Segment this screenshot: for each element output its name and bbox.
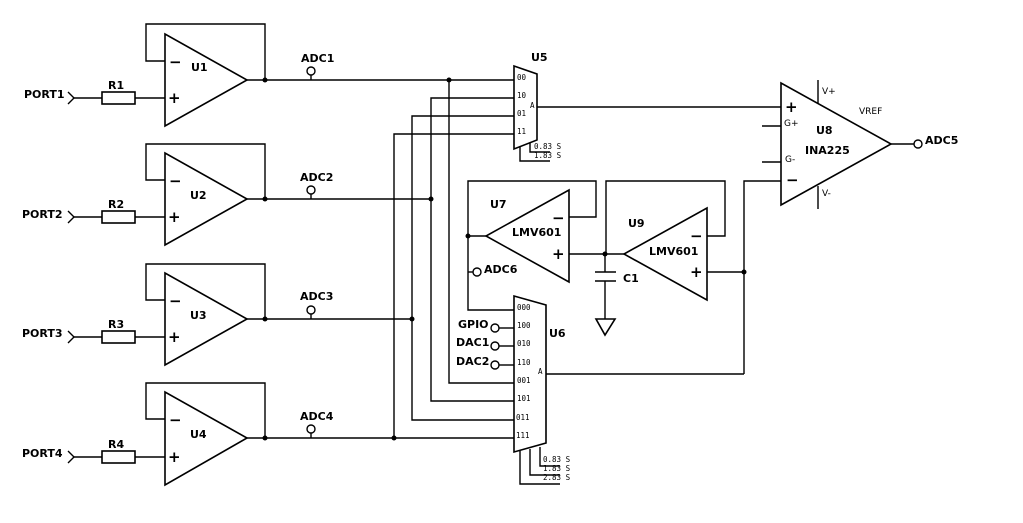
u6-input-100: 100 [517, 321, 531, 330]
channel-2: − + [67, 143, 431, 247]
u5-label: U5 [531, 51, 548, 64]
u1-label: U1 [191, 61, 208, 74]
svg-text:−: − [169, 172, 182, 190]
c1-label: C1 [623, 272, 639, 285]
u8-vplus-label: V+ [822, 87, 836, 97]
resistor-r2 [101, 210, 136, 224]
r2-label: R2 [108, 198, 124, 211]
mux-u6: U6 000 100 010 110 001 101 011 111 A 0.8… [456, 294, 744, 485]
svg-text:+: + [785, 98, 798, 116]
adc3-test-point [306, 305, 316, 315]
r1-label: R1 [108, 79, 124, 92]
adc6-test-point [472, 267, 482, 277]
u5-input-10: 10 [517, 91, 527, 100]
u7-part: LMV601 [512, 226, 561, 239]
u6-select-1: 1.83 S [543, 464, 571, 473]
r3-label: R3 [108, 318, 124, 331]
u7-label: U7 [490, 198, 507, 211]
svg-text:−: − [552, 209, 565, 227]
adc5-test-point [913, 139, 923, 149]
ina225-body [780, 81, 893, 207]
u6-input-001: 001 [517, 376, 531, 385]
u4-label: U4 [190, 428, 207, 441]
r4-label: R4 [108, 438, 124, 451]
u8-part: INA225 [805, 144, 850, 157]
svg-text:+: + [552, 245, 565, 263]
u6-input-101: 101 [517, 394, 531, 403]
u8-gplus-label: G+ [784, 119, 799, 129]
buffer-u2 [164, 151, 249, 247]
buffer-u9 [622, 206, 708, 302]
u6-select-2: 2.83 S [543, 473, 571, 482]
mux-interconnect [391, 77, 514, 441]
adc6-label: ADC6 [484, 263, 518, 276]
svg-text:−: − [169, 53, 182, 71]
port2-label: PORT2 [22, 208, 63, 221]
dac1-label: DAC1 [456, 336, 489, 349]
svg-text:+: + [168, 448, 181, 466]
port3-label: PORT3 [22, 327, 63, 340]
buffer-u4 [164, 390, 249, 487]
u5-input-01: 01 [517, 109, 526, 118]
ground-icon [594, 318, 617, 337]
u8-vminus-label: V- [822, 189, 831, 199]
gpio-test-point [490, 323, 500, 333]
port4-label: PORT4 [22, 447, 63, 460]
adc2-label: ADC2 [300, 171, 333, 184]
u6-input-000: 000 [517, 303, 531, 312]
buffer-u7 [484, 188, 570, 284]
buffer-u3 [164, 271, 249, 367]
resistor-r3 [101, 330, 136, 344]
u3-label: U3 [190, 309, 207, 322]
u5-select-1: 1.83 S [534, 151, 562, 160]
channel-4: − + [67, 382, 514, 487]
gpio-label: GPIO [458, 318, 489, 331]
channel-3: − + [67, 263, 412, 367]
amplifier-u8: + − U8 INA225 V+ V- VREF G+ G- ADC5 [762, 80, 958, 209]
port1-label: PORT1 [24, 88, 65, 101]
u6-input-110: 110 [517, 358, 531, 367]
u9-label: U9 [628, 217, 645, 230]
u8-label: U8 [816, 124, 833, 137]
adc2-test-point [306, 185, 316, 195]
u2-label: U2 [190, 189, 207, 202]
u6-output-a: A [538, 367, 543, 376]
svg-text:−: − [169, 411, 182, 429]
adc3-label: ADC3 [300, 290, 333, 303]
adc1-label: ADC1 [301, 52, 334, 65]
u6-input-010: 010 [517, 339, 531, 348]
channel-1: − + [67, 23, 514, 128]
u6-label: U6 [549, 327, 566, 340]
svg-text:−: − [786, 171, 799, 189]
mux-u5: U5 00 10 01 11 A 0.83 S 1.83 S [513, 51, 781, 162]
u9-part: LMV601 [649, 245, 698, 258]
u5-select-0: 0.83 S [534, 142, 562, 151]
buffer-u1 [164, 32, 249, 128]
resistor-r1 [101, 91, 136, 105]
svg-text:−: − [169, 292, 182, 310]
u8-vref-label: VREF [859, 107, 882, 117]
u6-input-111: 111 [516, 431, 530, 440]
u6-select-0: 0.83 S [543, 455, 571, 464]
dac2-label: DAC2 [456, 355, 489, 368]
svg-text:+: + [168, 208, 181, 226]
adc5-label: ADC5 [925, 134, 958, 147]
u8-gminus-label: G- [785, 155, 795, 165]
dac1-test-point [490, 341, 500, 351]
dac2-test-point [490, 360, 500, 370]
u5-input-11: 11 [517, 127, 526, 136]
adc4-test-point [306, 424, 316, 434]
u6-input-011: 011 [516, 413, 530, 422]
reference-section: U7 LMV601 − + ADC6 C1 U9 LMV601 − + [465, 180, 781, 374]
adc4-label: ADC4 [300, 410, 334, 423]
resistor-r4 [101, 450, 136, 464]
svg-text:+: + [168, 89, 181, 107]
svg-text:+: + [168, 328, 181, 346]
svg-text:+: + [690, 263, 703, 281]
u5-input-00: 00 [517, 73, 527, 82]
svg-text:−: − [690, 227, 703, 245]
u5-output-a: A [530, 101, 535, 110]
adc1-test-point [306, 66, 316, 76]
